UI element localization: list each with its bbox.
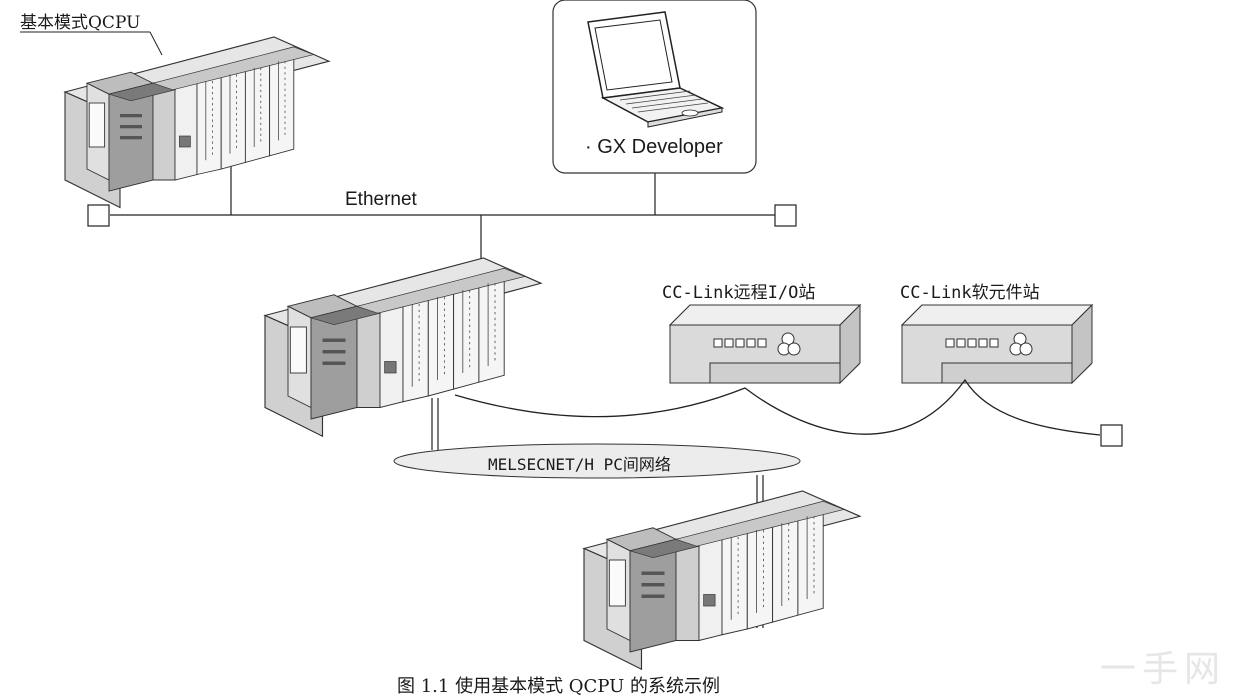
plc-rack-top xyxy=(64,36,330,209)
melsecnet-label: MELSECNET/H PC间网络 xyxy=(488,455,671,474)
plc-rack-middle xyxy=(264,257,542,437)
gx-developer-label: · GX Developer xyxy=(585,136,723,158)
plc-rack-bottom xyxy=(583,490,861,670)
cc-link-terminator xyxy=(1100,424,1123,447)
ethernet-terminator-right xyxy=(774,204,797,227)
ethernet-terminator-left xyxy=(87,204,110,227)
figure-caption: 图 1.1 使用基本模式 QCPU 的系统示例 xyxy=(397,676,721,697)
cc-link-device-station xyxy=(901,304,1093,384)
laptop-icon xyxy=(587,11,725,128)
cc-link-cable xyxy=(454,378,1101,436)
cc-link-device-station-label: CC-Link软元件站 xyxy=(900,283,1040,303)
watermark: 一手网 xyxy=(1100,648,1227,689)
cc-link-remote-io-station xyxy=(669,304,861,384)
basic-qcpu-label: 基本模式QCPU xyxy=(20,13,141,33)
leader-line xyxy=(149,31,163,56)
ethernet-label: Ethernet xyxy=(345,189,417,210)
cc-link-remote-io-label: CC-Link远程I/O站 xyxy=(662,283,816,303)
melsecnet-network-ellipse xyxy=(393,443,801,479)
